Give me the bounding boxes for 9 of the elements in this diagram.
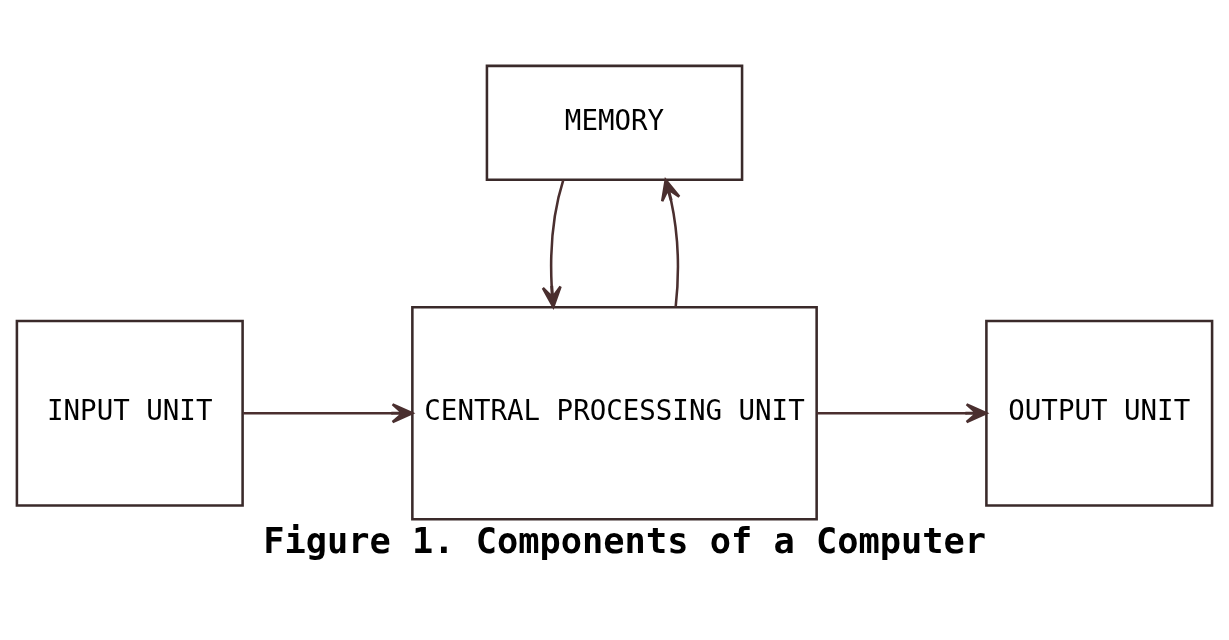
arrow: [541, 179, 565, 309]
arrow: [817, 403, 988, 424]
node-box: MEMORY: [485, 64, 744, 181]
arrow: [243, 403, 414, 424]
arrow: [660, 178, 681, 307]
caption: Figure 1. Components of a Computer: [263, 520, 987, 562]
node-box: OUTPUT UNIT: [985, 319, 1214, 507]
node-box: CENTRAL PROCESSING UNIT: [411, 305, 818, 521]
node-box: INPUT UNIT: [15, 319, 244, 507]
